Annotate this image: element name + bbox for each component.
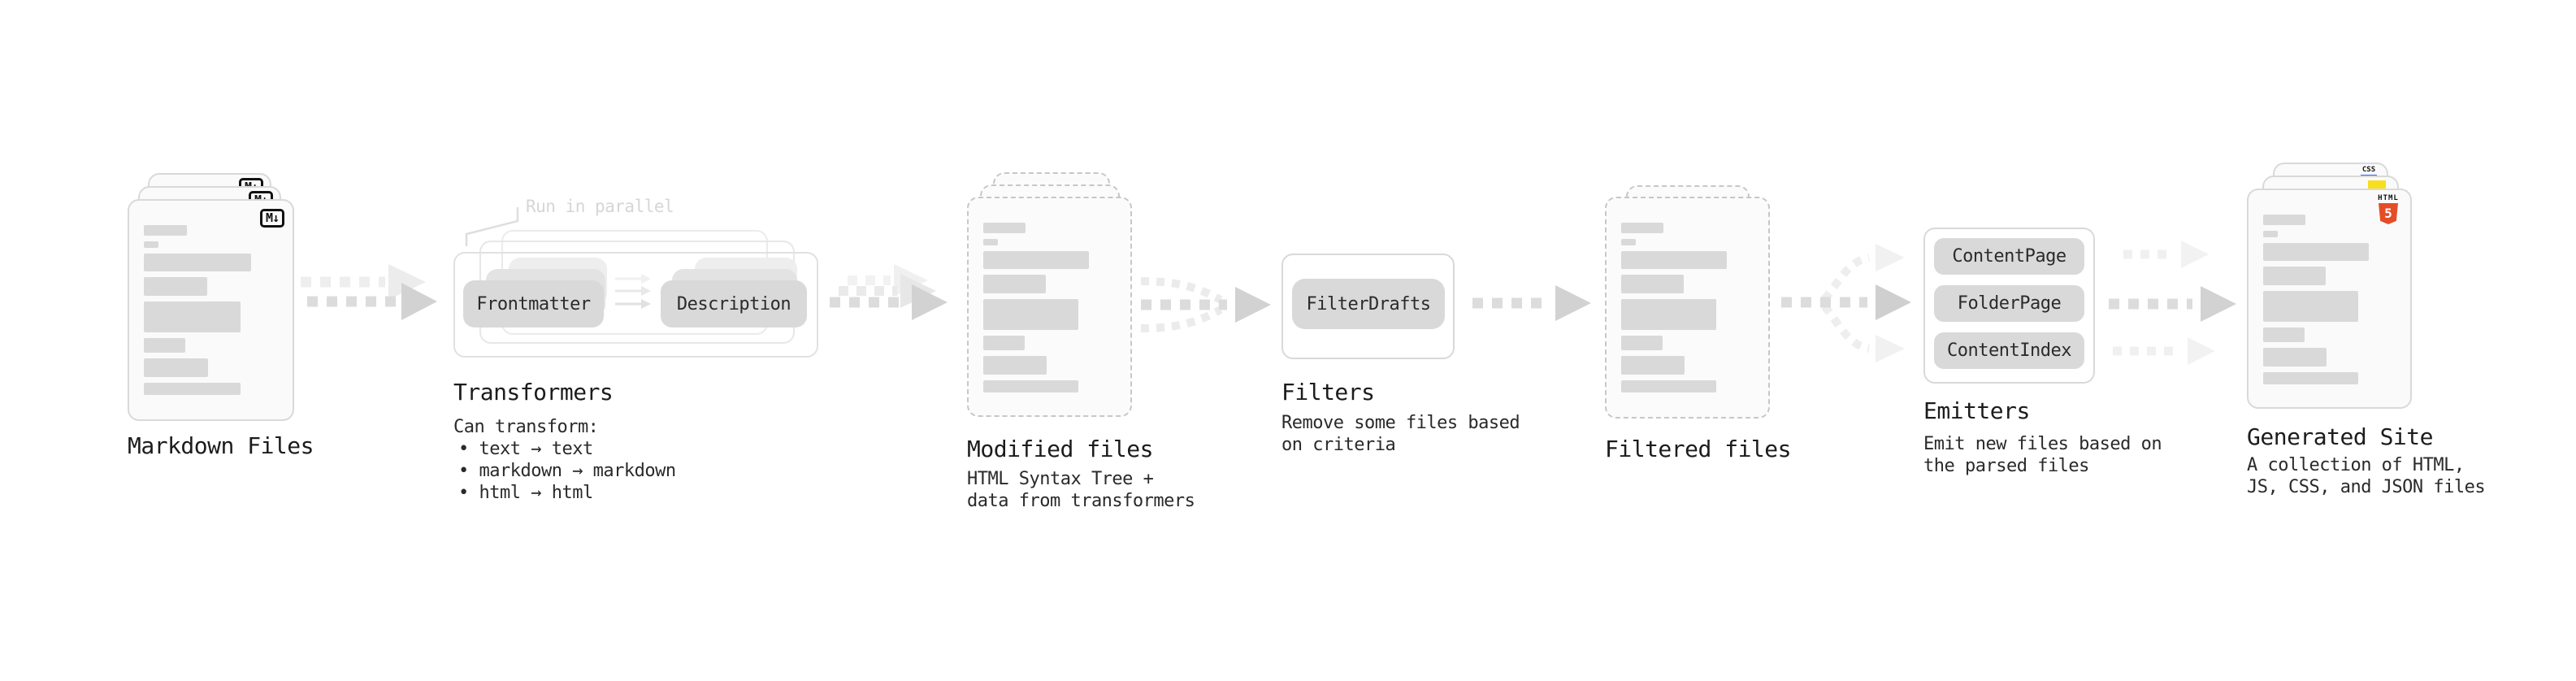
text-line-placeholder xyxy=(983,336,1025,350)
markdown-file-card-front: M↓ xyxy=(128,199,294,421)
text-line-placeholder xyxy=(144,277,207,296)
arrow-emitters-to-generated xyxy=(2109,241,2236,365)
transformers-desc-heading: Can transform: xyxy=(453,417,599,437)
text-line-placeholder xyxy=(1621,239,1636,245)
text-line-placeholder xyxy=(2263,327,2305,342)
transformers-bullet-list: • text → text • markdown → markdown • ht… xyxy=(458,438,676,504)
transformer-outline-front xyxy=(453,252,818,358)
text-line-placeholder xyxy=(1621,380,1717,393)
text-line-placeholder xyxy=(144,358,209,377)
run-in-parallel-leader-line xyxy=(465,207,519,246)
text-line-placeholder xyxy=(983,239,998,245)
markdown-icon: M↓ xyxy=(259,209,284,228)
text-line-placeholder xyxy=(2263,348,2327,367)
bullet-item: • text → text xyxy=(458,439,593,459)
text-line-placeholder xyxy=(144,254,251,271)
arrow-modified-to-filters xyxy=(1140,277,1271,332)
text-line-placeholder xyxy=(2263,372,2359,384)
text-line-placeholder xyxy=(1621,275,1684,293)
emitters-label: Emitters xyxy=(1923,397,2030,424)
bullet-item: • markdown → markdown xyxy=(458,461,676,481)
text-line-placeholder xyxy=(144,383,241,395)
text-line-placeholder xyxy=(983,356,1047,375)
text-line-placeholder xyxy=(144,301,241,332)
filters-label: Filters xyxy=(1281,379,1375,406)
modified-files-label: Modified files xyxy=(967,436,1154,462)
transformers-label: Transformers xyxy=(453,379,614,406)
html5-icon: HTML 5 xyxy=(2375,194,2401,224)
content-index-emitter-node: ContentIndex xyxy=(1934,332,2084,369)
text-line-placeholder xyxy=(1621,223,1664,233)
text-line-placeholder xyxy=(2263,231,2278,237)
folder-page-emitter-node: FolderPage xyxy=(1934,285,2084,322)
generated-html-file-card: HTML 5 xyxy=(2247,189,2412,409)
document-text-skeleton xyxy=(144,225,278,395)
filtered-files-label: Filtered files xyxy=(1605,436,1792,462)
text-line-placeholder xyxy=(2263,243,2370,261)
emitters-panel: ContentPage FolderPage ContentIndex xyxy=(1923,228,2095,384)
text-line-placeholder xyxy=(2263,267,2326,285)
run-in-parallel-note: Run in parallel xyxy=(526,197,674,216)
document-text-skeleton xyxy=(1621,223,1754,393)
modified-file-card-front xyxy=(967,197,1132,417)
text-line-placeholder xyxy=(983,275,1046,293)
emitters-desc: Emit new files based on the parsed files xyxy=(1923,434,2162,476)
content-page-emitter-node: ContentPage xyxy=(1934,238,2084,275)
arrow-transformers-to-modified xyxy=(830,264,948,320)
text-line-placeholder xyxy=(144,241,159,248)
arrow-markdown-to-transformers xyxy=(301,264,437,320)
text-line-placeholder xyxy=(1621,336,1663,350)
filter-drafts-node: FilterDrafts xyxy=(1292,279,1445,329)
frontmatter-transformer-node: Frontmatter xyxy=(463,280,604,327)
modified-files-desc: HTML Syntax Tree + data from transformer… xyxy=(967,469,1195,511)
text-line-placeholder xyxy=(983,223,1026,233)
text-line-placeholder xyxy=(2263,215,2306,225)
text-line-placeholder xyxy=(983,380,1079,393)
text-line-placeholder xyxy=(144,338,186,353)
text-line-placeholder xyxy=(144,225,187,236)
text-line-placeholder xyxy=(983,299,1079,330)
document-text-skeleton xyxy=(2263,215,2396,384)
filters-desc: Remove some files based on criteria xyxy=(1281,413,1520,455)
text-line-placeholder xyxy=(1621,251,1728,269)
generated-site-label: Generated Site xyxy=(2247,423,2434,450)
filtered-file-card-front xyxy=(1605,197,1770,419)
text-line-placeholder xyxy=(983,251,1090,269)
filters-panel: FilterDrafts xyxy=(1281,254,1455,359)
arrow-frontmatter-to-description xyxy=(615,274,651,309)
text-line-placeholder xyxy=(2263,291,2359,322)
text-line-placeholder xyxy=(1621,299,1717,330)
description-transformer-node: Description xyxy=(661,280,807,327)
document-text-skeleton xyxy=(983,223,1116,393)
bullet-item: • html → html xyxy=(458,483,593,503)
generated-site-desc: A collection of HTML, JS, CSS, and JSON … xyxy=(2247,455,2486,497)
text-line-placeholder xyxy=(1621,356,1685,375)
markdown-files-label: Markdown Files xyxy=(128,432,314,459)
arrow-filters-to-filtered xyxy=(1472,285,1591,321)
arrow-filtered-to-emitters xyxy=(1781,244,1911,362)
